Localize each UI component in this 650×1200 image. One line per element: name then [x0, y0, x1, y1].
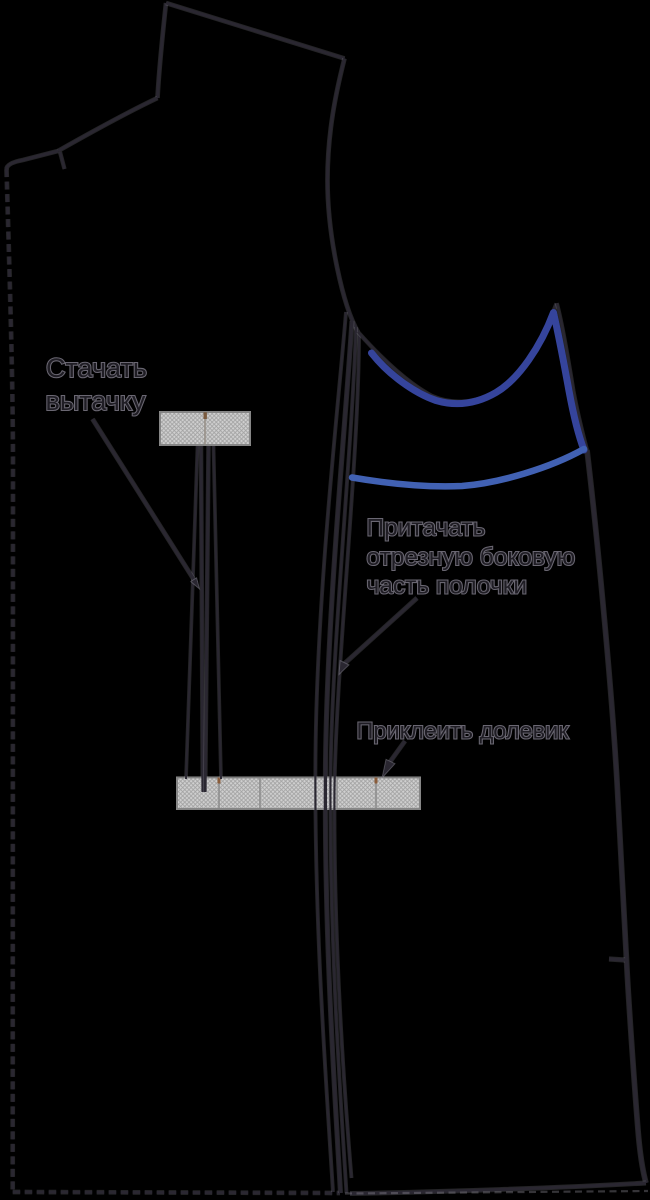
svg-text:Притачать: Притачать [367, 514, 486, 541]
svg-text:Стачать: Стачать [46, 353, 147, 383]
svg-text:часть полочки: часть полочки [367, 572, 528, 599]
svg-text:вытачку: вытачку [46, 386, 146, 416]
svg-text:Приклеить долевик: Приклеить долевик [357, 717, 570, 743]
svg-text:отрезную боковую: отрезную боковую [367, 544, 576, 571]
